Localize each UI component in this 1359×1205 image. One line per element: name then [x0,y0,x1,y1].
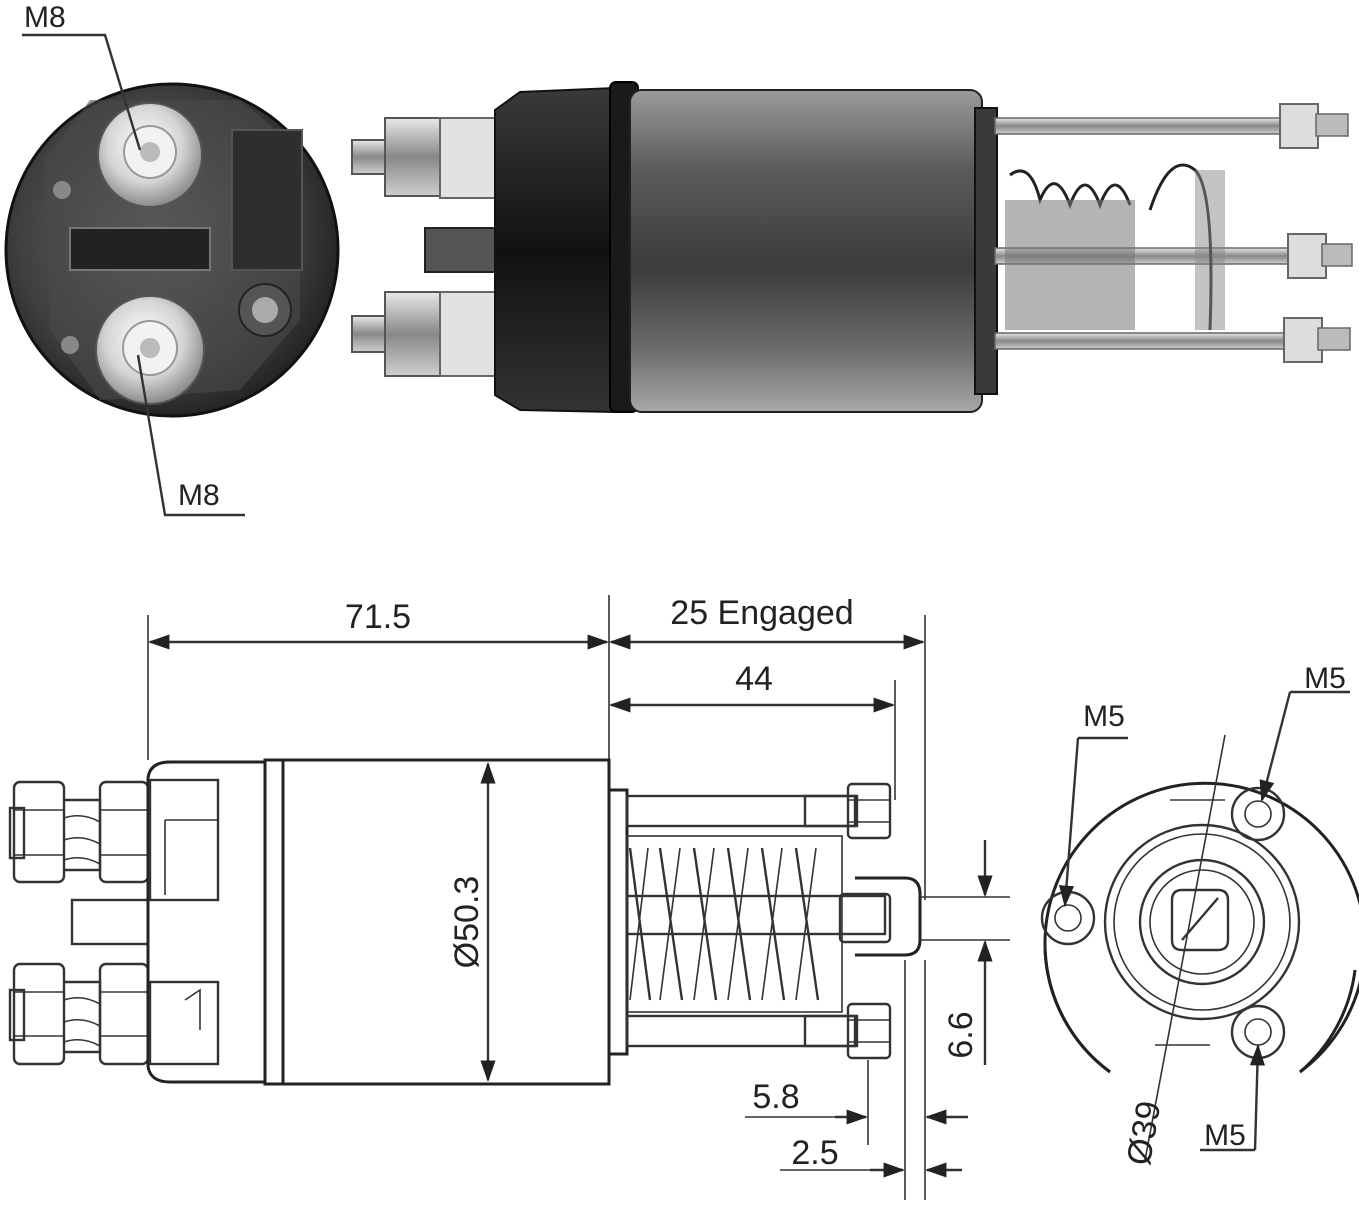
drawing-cap [146,760,267,1084]
dim-body-length: 71.5 [345,598,411,636]
drawing-mounting-rods [625,782,892,1060]
label-m8-bottom: M8 [178,479,220,512]
dim-offset-a: 5.8 [752,1078,799,1116]
dim-offset-b: 2.5 [791,1134,838,1172]
drawing-body [281,758,611,1086]
drawing-terminal-top [8,780,150,884]
bolt-hole-left [1040,890,1096,946]
dim-diameter: Ø50.3 [448,876,486,969]
label-m8-top: M8 [24,1,66,34]
photo-terminal-stud-top [351,117,501,199]
label-m5-bottom: M5 [1204,1119,1246,1152]
label-m5-top-left: M5 [1083,700,1125,733]
end-drawing: Ø39 M5 M5 M5 [1040,662,1359,1168]
small-terminal [238,283,292,337]
label-m5-top-right: M5 [1304,662,1346,695]
leader-m8-top [22,33,142,151]
dim-engaged: 25 Engaged [670,594,853,632]
dim-stud-length: 44 [735,660,773,698]
terminal-stud-bottom [95,295,205,405]
side-drawing: 71.5 25 Engaged 44 [8,594,1010,1200]
photo-spring [1009,169,1132,210]
drawing-plunger [625,894,887,936]
photo-mounting-rods [994,103,1353,363]
terminal-stud-top [97,102,203,208]
drawing-terminal-bottom [8,962,150,1066]
dim-fork-width: 6.6 [942,1011,980,1058]
end-boss-outer [1103,823,1301,1021]
leader-m5-bottom [1249,1043,1265,1151]
end-shaft-key [1170,888,1230,952]
leader-m5-top-right [1259,691,1292,803]
dim-bolt-circle: Ø39 [1120,1098,1169,1168]
leader-m5-left [1058,737,1080,908]
photo-terminal-stud-bottom [351,291,501,377]
bolt-hole-top-right [1230,786,1286,842]
drawing-fork [855,876,922,957]
drawing-small-terminal [70,898,150,946]
end-view-photo: M8 M8 [4,1,340,517]
drawing-spring [626,835,843,1013]
leader-m8-bottom [136,354,245,517]
side-view-photo [351,81,1353,414]
